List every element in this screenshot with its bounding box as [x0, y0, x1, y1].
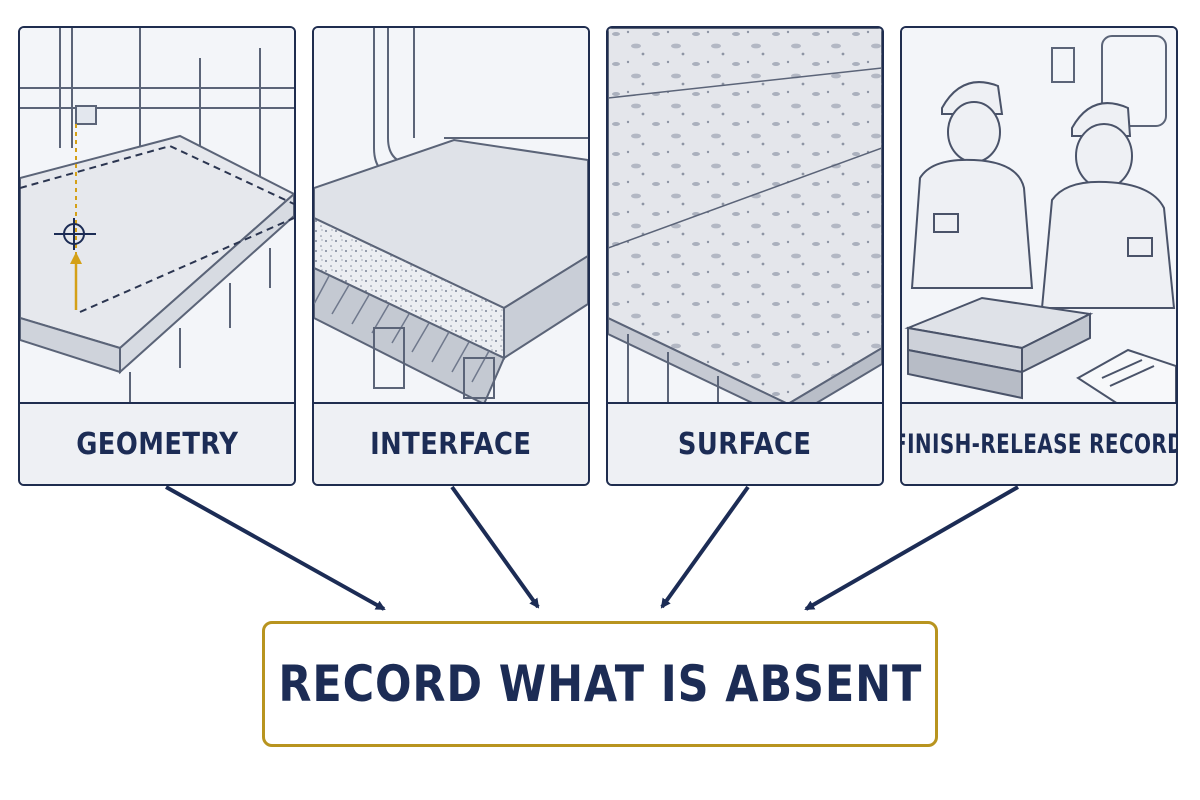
panel-geometry: GEOMETRY	[18, 26, 296, 486]
caption-interface: INTERFACE	[314, 402, 588, 484]
arrow-geometry	[165, 485, 386, 611]
arrow-surface	[660, 485, 750, 609]
inspectors-illustration	[902, 28, 1176, 404]
arrow-finish-release-record	[804, 485, 1019, 611]
panel-finish-release-record: FINISH-RELEASE RECORD	[900, 26, 1178, 486]
record-what-is-absent-box: RECORD WHAT IS ABSENT	[262, 621, 938, 747]
interface-label: INTERFACE	[370, 426, 532, 462]
crosshair-icon	[54, 218, 96, 250]
caption-geometry: GEOMETRY	[20, 402, 294, 484]
geometry-illustration	[20, 28, 294, 404]
panel-interface: INTERFACE	[312, 26, 590, 486]
worker-left	[910, 81, 1034, 289]
geometry-label: GEOMETRY	[75, 426, 239, 462]
panel-surface: SURFACE	[606, 26, 884, 486]
caption-surface: SURFACE	[608, 402, 882, 484]
record-what-is-absent-label: RECORD WHAT IS ABSENT	[278, 655, 922, 713]
arrow-interface	[450, 485, 540, 609]
finish-release-record-label: FINISH-RELEASE RECORD	[900, 428, 1178, 460]
sample-block	[904, 296, 1094, 400]
interface-illustration	[314, 28, 588, 404]
surface-label: SURFACE	[678, 426, 812, 462]
surface-illustration	[608, 28, 882, 404]
clipboard-icon	[1076, 348, 1176, 404]
worker-right	[1040, 102, 1176, 309]
arrow-up-icon	[70, 252, 82, 310]
caption-finish-release-record: FINISH-RELEASE RECORD	[902, 402, 1176, 484]
